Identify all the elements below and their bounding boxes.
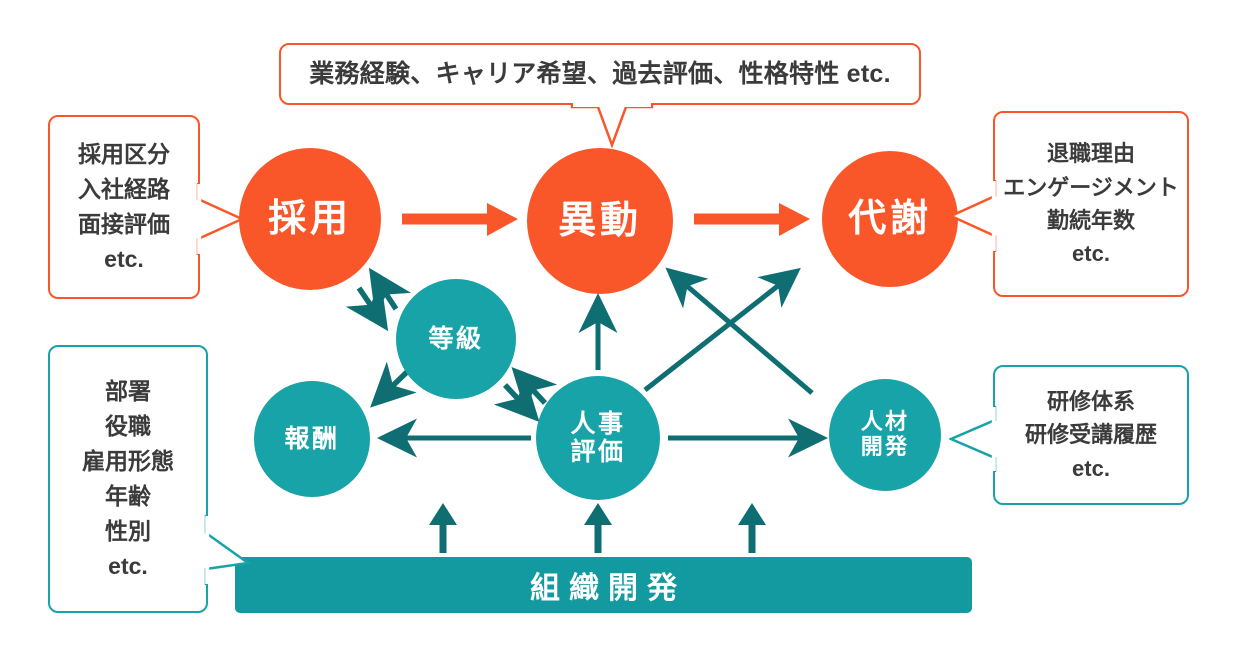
node-ido[interactable]: 異動 [527,148,673,294]
callout-right-bottom-line-3: etc. [1072,455,1110,481]
arrow-bar-to-jinzai [738,503,766,553]
callout-left-top-line-4: etc. [104,245,144,272]
callout-right-top-line-2: エンゲージメント [1003,174,1179,200]
callout-top-line-1: 業務経験、キャリア希望、過去評価、性格特性 etc. [309,60,891,88]
callout-left-bottom-line-6: etc. [108,552,148,579]
callout-left-bottom-tail-icon [204,515,252,585]
callout-left-top-line-1: 採用区分 [78,141,170,168]
arrow-tokyu-to-saiyo [368,267,412,317]
callout-top-ido: 業務経験、キャリア希望、過去評価、性格特性 etc. [279,43,921,105]
callout-right-bottom-tail-icon [949,406,997,472]
callout-right-top-line-4: etc. [1072,241,1110,267]
node-taisha-label: 代謝 [848,197,932,240]
node-saiyo[interactable]: 採用 [239,148,381,290]
callout-left-bottom-soshiki: 部署 役職 雇用形態 年齢 性別 etc. [48,345,208,613]
arrow-jinji-to-taisha [643,267,801,392]
node-saiyo-label: 採用 [268,197,352,240]
callout-left-bottom-line-2: 役職 [105,413,151,440]
node-tokyu-label: 等級 [428,325,484,353]
node-tokyu[interactable]: 等級 [396,279,516,399]
arrow-tokyu-to-jinji [493,375,540,423]
node-jinji-hyoka[interactable]: 人事 評価 [536,376,660,500]
callout-left-top-tail-icon [196,183,246,255]
bar-soshiki-kaihatsu[interactable]: 組織開発 [235,557,972,613]
node-ido-label: 異動 [558,199,642,242]
callout-right-top-taisha: 退職理由 エンゲージメント 勤続年数 etc. [993,111,1189,297]
arrow-tokyu-to-hoshu [370,361,417,408]
arrow-bar-to-hoshu [429,503,457,553]
callout-left-top-line-2: 入社経路 [78,176,170,203]
callout-left-bottom-line-5: 性別 [105,517,151,544]
node-jinji-hyoka-label: 人事 評価 [570,410,626,466]
callout-left-top-saiyo: 採用区分 入社経路 面接評価 etc. [48,115,200,299]
callout-top-tail-icon [570,103,654,149]
arrow-ido-to-taisha [694,203,810,236]
callout-left-bottom-line-1: 部署 [105,378,151,405]
callout-right-top-tail-icon [949,180,997,252]
callout-right-bottom-line-1: 研修体系 [1046,388,1135,414]
arrow-jinji-to-tokyu [511,366,558,414]
callout-left-bottom-line-4: 年齢 [105,483,151,509]
callout-right-bottom-jinzai: 研修体系 研修受講履歴 etc. [993,365,1189,505]
bar-soshiki-kaihatsu-label: 組織開発 [530,572,686,605]
callout-left-bottom-line-3: 雇用形態 [82,448,174,475]
arrow-saiyo-to-ido [402,203,518,236]
callout-right-bottom-line-2: 研修受講履歴 [1024,422,1157,448]
node-hoshu[interactable]: 報酬 [254,381,370,497]
callout-left-top-line-3: 面接評価 [78,211,170,237]
callout-right-top-line-3: 勤続年数 [1046,208,1135,233]
arrow-saiyo-to-tokyu [345,282,389,332]
node-jinzai-kaihatsu[interactable]: 人材 開発 [829,379,941,491]
node-hoshu-label: 報酬 [284,425,340,453]
node-taisha[interactable]: 代謝 [822,151,958,287]
arrow-jinzai-to-ido [665,267,814,395]
node-jinzai-kaihatsu-label: 人材 開発 [860,409,910,459]
callout-right-top-line-1: 退職理由 [1046,141,1135,167]
arrow-bar-to-jinji [584,503,612,553]
